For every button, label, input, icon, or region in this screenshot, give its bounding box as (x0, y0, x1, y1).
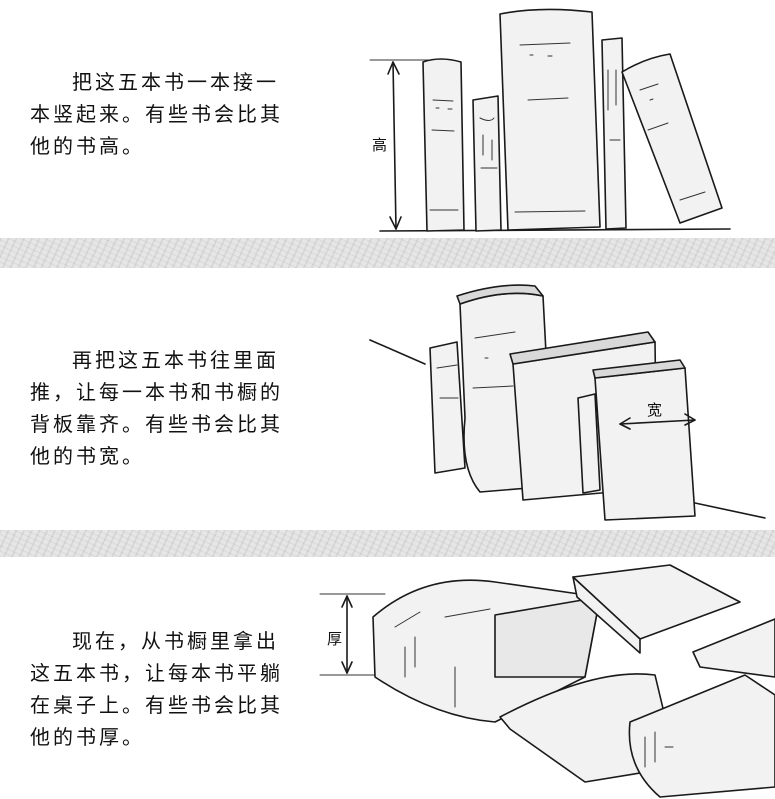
section-width: 再把这五本书往里面推，让每一本书和书橱的背板靠齐。有些书会比其他的书宽。 宽 (0, 268, 775, 530)
books-pushed-back-illustration: 宽 (369, 284, 766, 521)
thickness-label: 厚 (327, 630, 342, 648)
instruction-text-width: 再把这五本书往里面推，让每一本书和书橱的背板靠齐。有些书会比其他的书宽。 (30, 348, 283, 468)
divider-band (0, 238, 775, 268)
section-height: 把这五本书一本接一本竖起来。有些书会比其他的书高。 高 (0, 0, 775, 238)
divider-band (0, 530, 775, 557)
books-lying-flat-illustration: 厚 (319, 564, 775, 798)
height-label: 高 (372, 136, 387, 154)
instruction-text-thickness: 现在，从书橱里拿出这五本书，让每本书平躺在桌子上。有些书会比其他的书厚。 (30, 629, 283, 749)
section-thickness: 现在，从书橱里拿出这五本书，让每本书平躺在桌子上。有些书会比其他的书厚。 厚 (0, 557, 775, 799)
books-standing-illustration: 高 (369, 8, 731, 232)
width-label: 宽 (647, 401, 662, 419)
instruction-text-height: 把这五本书一本接一本竖起来。有些书会比其他的书高。 (30, 70, 283, 158)
